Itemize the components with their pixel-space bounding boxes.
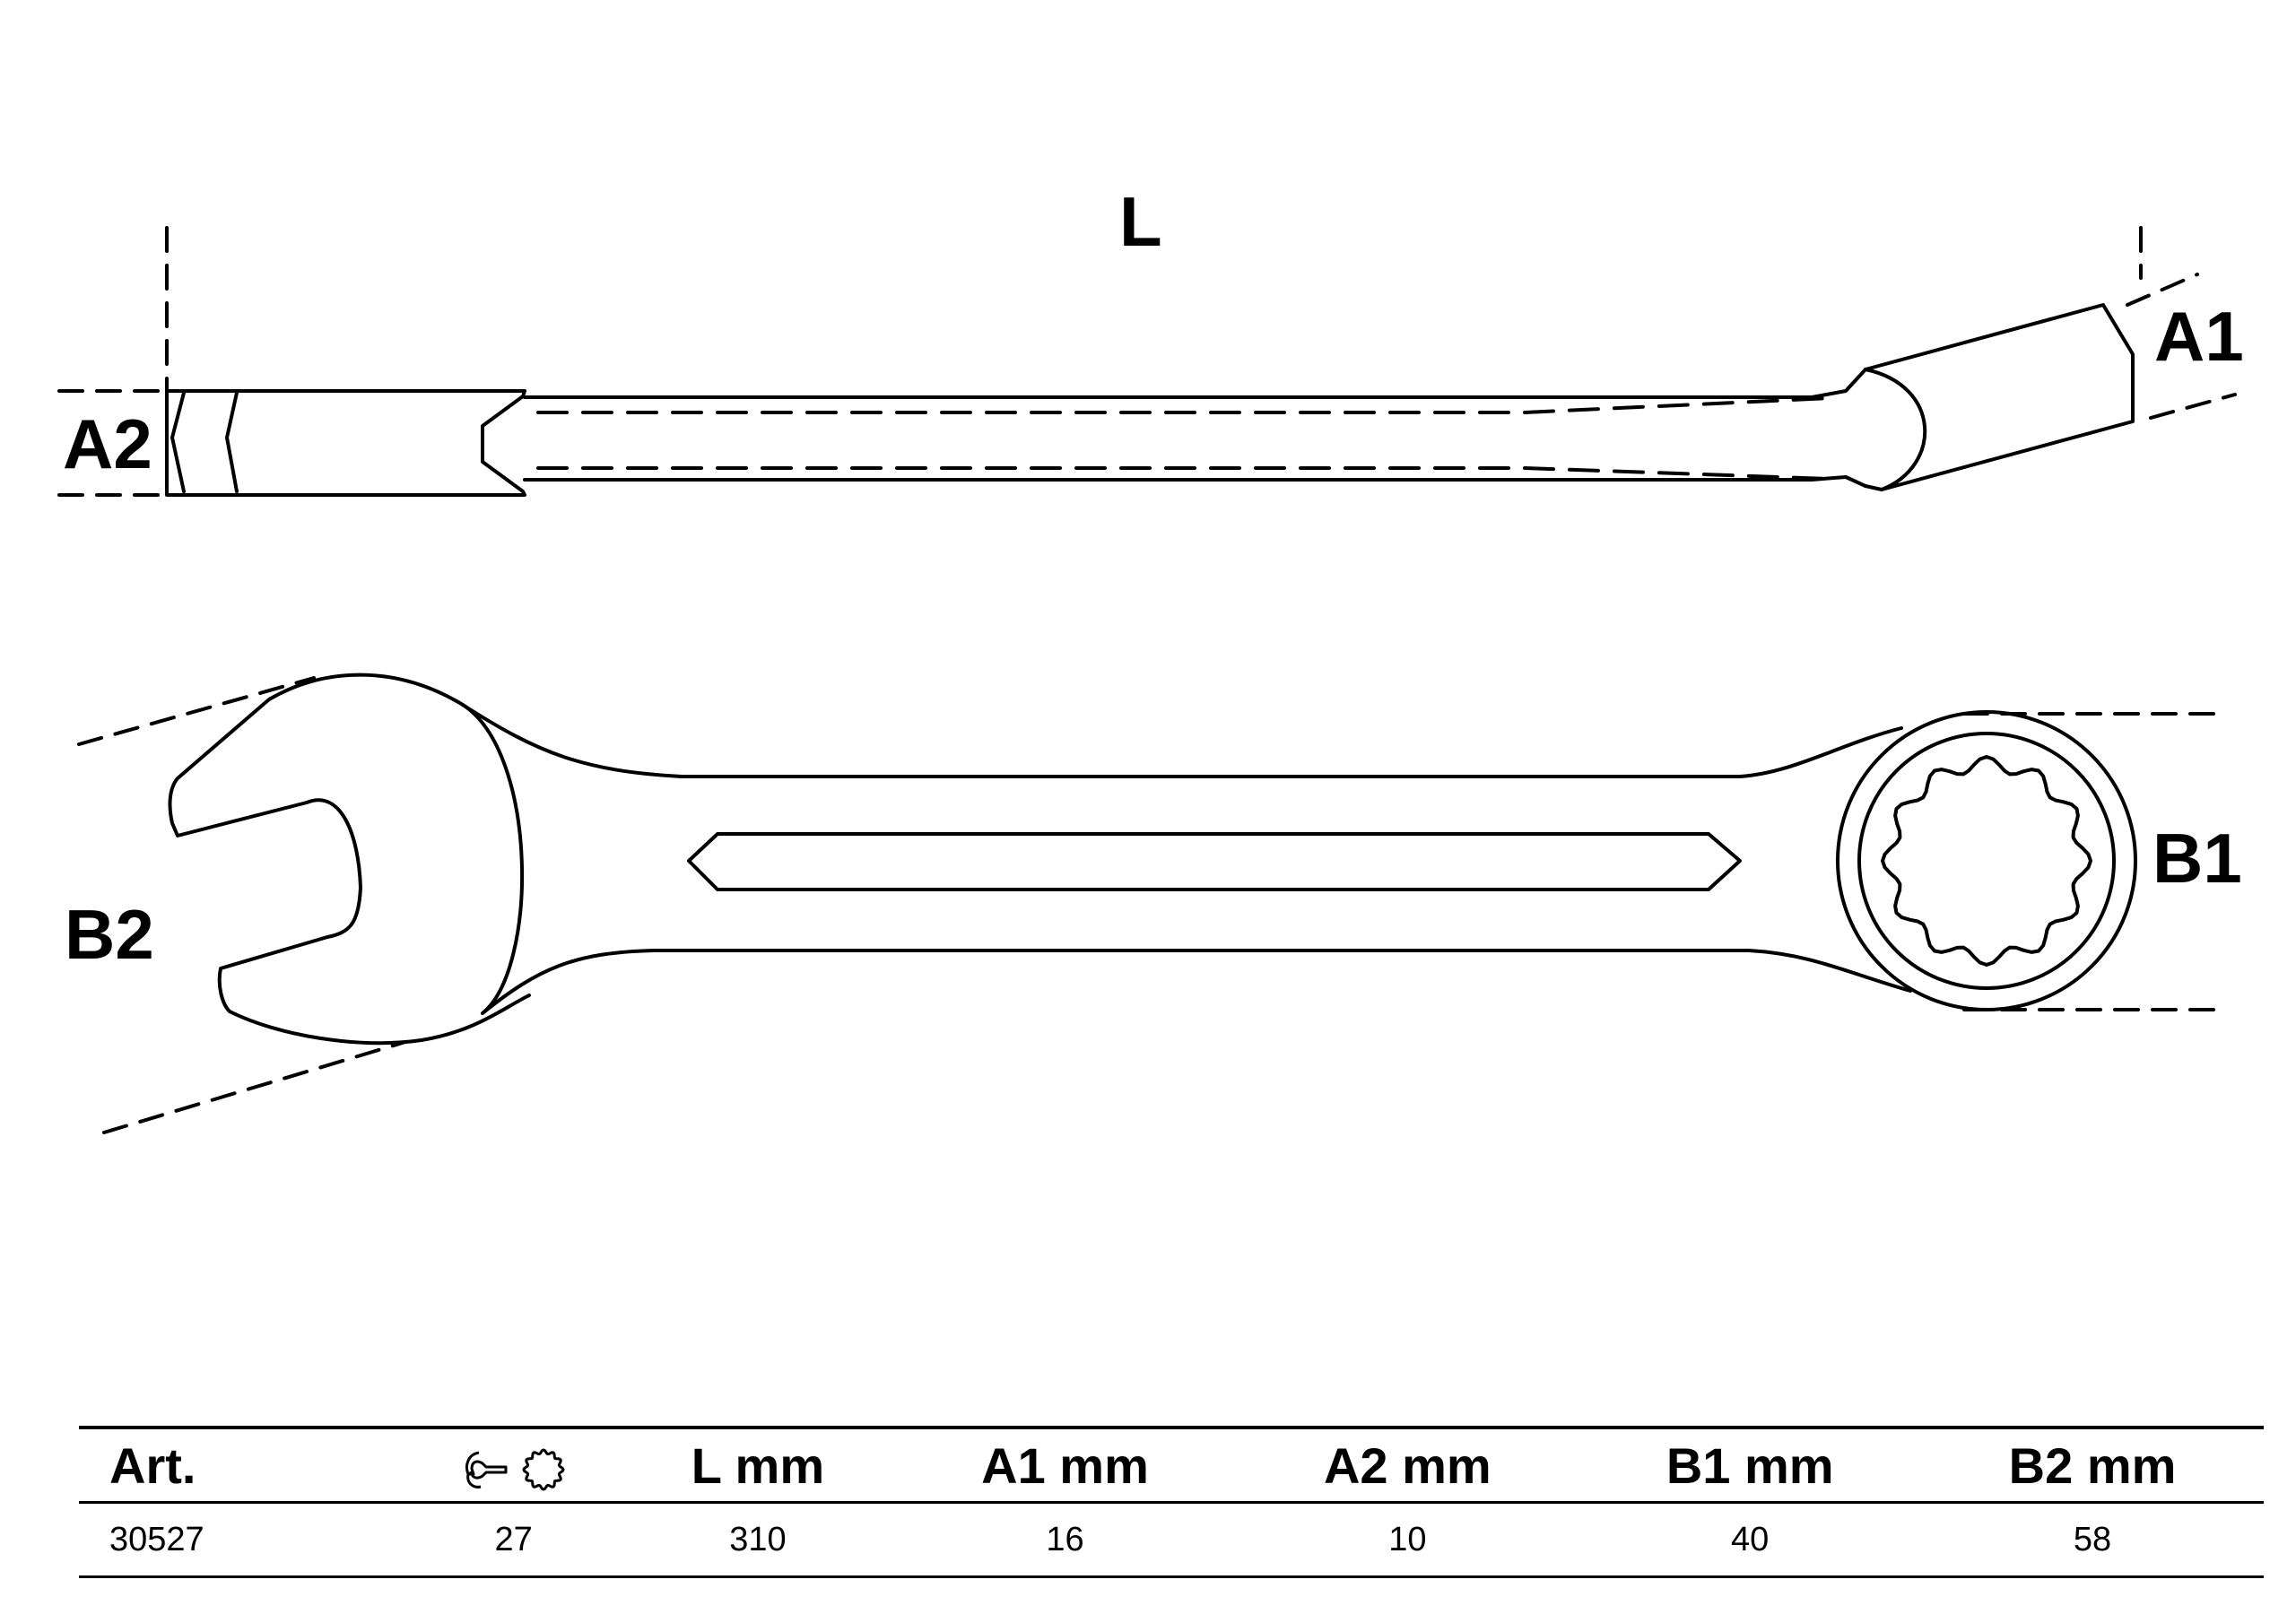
front-open-end-throat xyxy=(461,703,525,1015)
header-b2: B2 mm xyxy=(2008,1436,2177,1494)
front-open-end-head xyxy=(168,673,531,1046)
header-art: Art. xyxy=(109,1436,196,1494)
header-length: L mm xyxy=(691,1436,825,1494)
side-ring-end-curve xyxy=(1864,368,1926,491)
front-handle-slot xyxy=(687,832,1742,891)
spec-table: Art. L mm A1 mm A2 mm B1 mm B2 mm 30527 xyxy=(79,1426,2264,1578)
dimension-label-B1: B1 xyxy=(2152,819,2242,898)
spec-table-header-row: Art. L mm A1 mm A2 mm B1 mm B2 mm xyxy=(79,1428,2264,1503)
cell-b1: 40 xyxy=(1731,1520,1770,1558)
cell-length: 310 xyxy=(729,1520,787,1558)
header-a2: A2 mm xyxy=(1323,1436,1492,1494)
cell-size: 27 xyxy=(494,1520,533,1558)
cell-b2: 58 xyxy=(2073,1520,2112,1558)
side-shaft-hidden-lines xyxy=(536,396,1831,481)
front-ring-inner xyxy=(1857,732,2116,990)
front-ring-12-point xyxy=(1881,755,2092,967)
cell-a1: 16 xyxy=(1046,1520,1084,1558)
dim-line-A1-top xyxy=(2126,273,2199,307)
header-a1: A1 mm xyxy=(981,1436,1149,1494)
header-b1: B1 mm xyxy=(1665,1436,1834,1494)
side-open-end xyxy=(165,389,526,497)
cell-art: 30527 xyxy=(109,1520,204,1558)
dimension-label-A1: A1 xyxy=(2154,297,2244,376)
dim-line-B2-bottom xyxy=(102,1040,407,1134)
front-ring-outer xyxy=(1836,710,2137,1011)
dimension-label-L: L xyxy=(1119,182,1162,261)
side-open-end-bevel xyxy=(170,391,239,493)
twelve-point-ring-icon xyxy=(522,1448,565,1491)
side-ring-end xyxy=(1864,303,2135,491)
open-end-wrench-icon xyxy=(465,1451,508,1488)
table-row: 30527 27 310 16 10 40 58 xyxy=(79,1503,2264,1577)
front-handle-bottom xyxy=(481,949,1912,1015)
cell-a2: 10 xyxy=(1388,1520,1427,1558)
dim-line-B2-top xyxy=(77,676,316,746)
front-handle-top xyxy=(461,703,1903,778)
header-size-icons xyxy=(405,1428,622,1503)
side-shaft xyxy=(523,368,1867,488)
dimension-label-A2: A2 xyxy=(63,404,152,483)
wrench-front-view xyxy=(77,673,2215,1134)
dimension-label-B2: B2 xyxy=(65,895,154,974)
dim-line-A1-bottom xyxy=(2149,393,2237,420)
wrench-side-view xyxy=(57,226,2237,497)
